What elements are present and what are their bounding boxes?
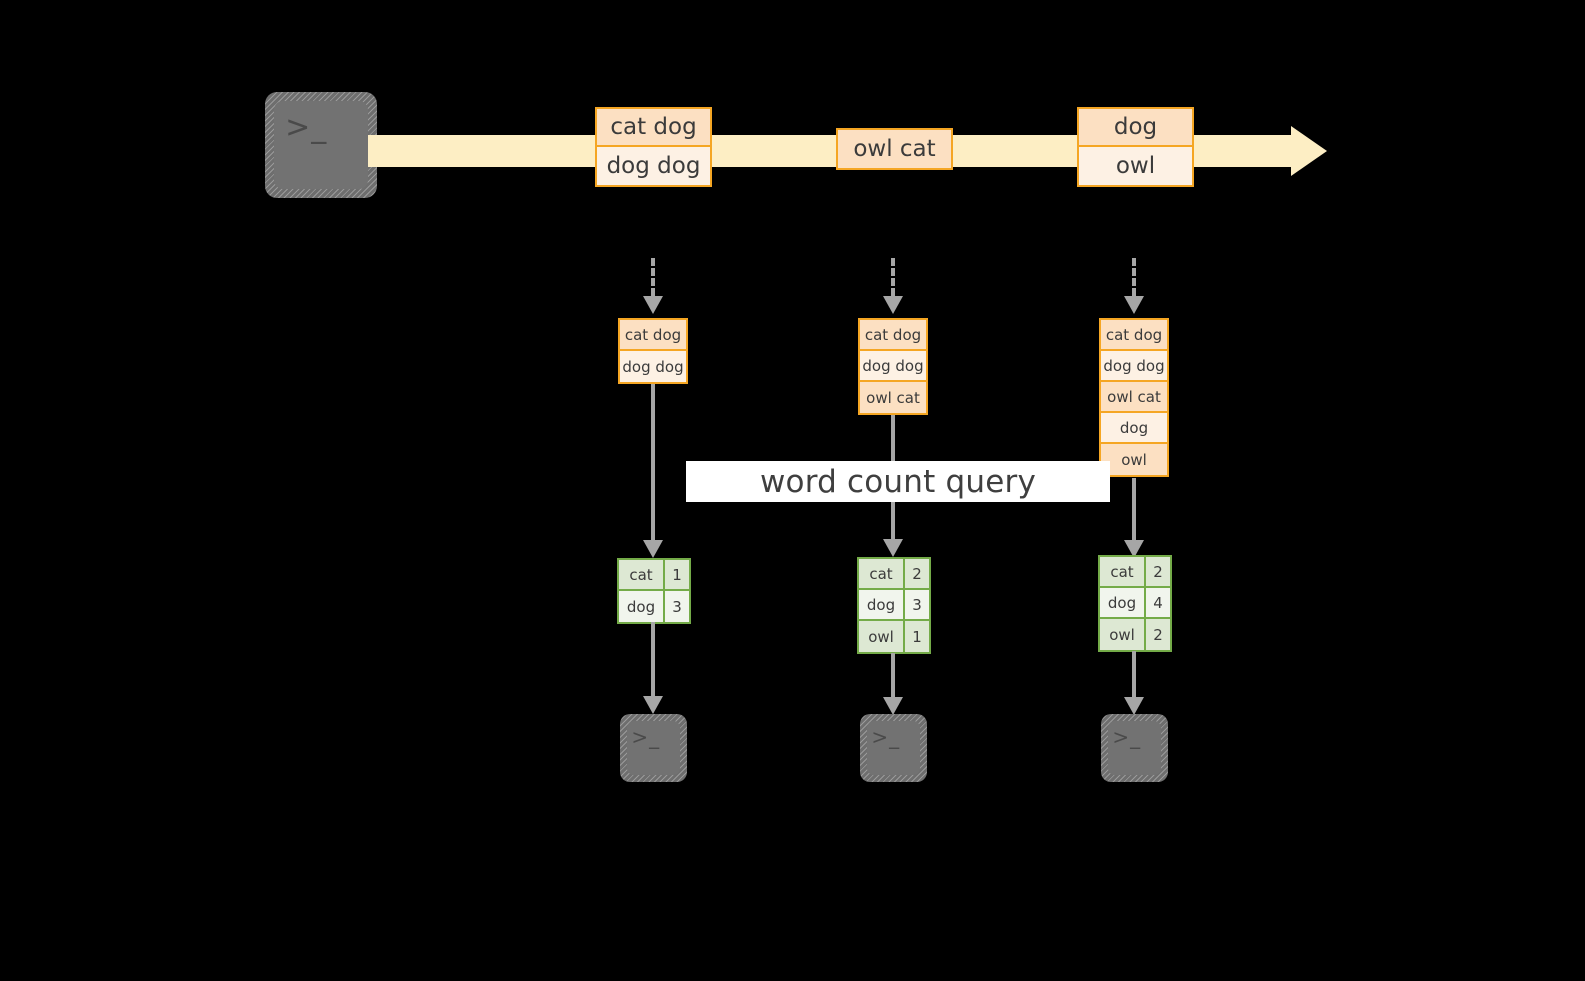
accumulated-line: dog dog [620, 351, 686, 382]
stream-event-3: dog owl [1077, 107, 1194, 187]
stream-event-line: dog dog [597, 147, 710, 185]
accumulated-line: cat dog [1101, 320, 1167, 351]
accumulated-state-3: cat dog dog dog owl cat dog owl [1099, 318, 1169, 477]
sink-terminal-icon-1: >_ [620, 714, 687, 782]
terminal-screen [1108, 721, 1161, 775]
arrow-head [1124, 697, 1144, 715]
accumulated-state-1: cat dog dog dog [618, 318, 688, 384]
accumulated-line: owl cat [1101, 382, 1167, 413]
accumulated-line: cat dog [860, 320, 926, 351]
arrow-shaft [1132, 478, 1136, 540]
result-count: 3 [665, 591, 689, 622]
accumulated-state-2: cat dog dog dog owl cat [858, 318, 928, 415]
table-row: owl 1 [859, 621, 929, 652]
arrow-head [883, 296, 903, 314]
result-count: 1 [905, 621, 929, 652]
accumulated-line: dog dog [860, 351, 926, 382]
stream-event-1: cat dog dog dog [595, 107, 712, 187]
terminal-prompt-glyph: >_ [871, 724, 901, 749]
query-banner-label: word count query [759, 463, 1037, 500]
accumulated-line: dog dog [1101, 351, 1167, 382]
stream-event-2: owl cat [836, 128, 953, 170]
stream-event-line: cat dog [597, 109, 710, 147]
arrow-shaft [891, 653, 895, 697]
stream-event-line: owl [1079, 147, 1192, 185]
result-count: 2 [1146, 619, 1170, 650]
sink-terminal-icon-2: >_ [860, 714, 927, 782]
result-count: 4 [1146, 588, 1170, 617]
arrow-shaft [891, 258, 895, 296]
result-word: owl [859, 621, 905, 652]
table-row: dog 3 [619, 591, 689, 622]
accumulated-line: dog [1101, 413, 1167, 444]
result-table-1: cat 1 dog 3 [617, 558, 691, 624]
result-table-2: cat 2 dog 3 owl 1 [857, 557, 931, 654]
accumulated-line: owl [1101, 444, 1167, 475]
query-banner: word count query [686, 461, 1110, 502]
arrow-shaft [1132, 651, 1136, 697]
terminal-prompt-glyph: >_ [1112, 724, 1142, 749]
arrow-shaft [651, 258, 655, 296]
result-count: 2 [1146, 557, 1170, 586]
arrow-head [883, 539, 903, 557]
terminal-prompt-glyph: >_ [285, 110, 328, 146]
table-row: cat 1 [619, 560, 689, 591]
result-table-3: cat 2 dog 4 owl 2 [1098, 555, 1172, 652]
table-row: owl 2 [1100, 619, 1170, 650]
table-row: dog 3 [859, 590, 929, 621]
arrow-shaft [651, 384, 655, 540]
table-row: cat 2 [859, 559, 929, 590]
arrow-head [1124, 540, 1144, 558]
result-word: cat [1100, 557, 1146, 586]
result-word: dog [859, 590, 905, 619]
table-row: cat 2 [1100, 557, 1170, 588]
stream-event-line: owl cat [838, 130, 951, 168]
stream-arrowhead [1291, 126, 1327, 176]
result-word: owl [1100, 619, 1146, 650]
result-word: cat [859, 559, 905, 588]
accumulated-line: cat dog [620, 320, 686, 351]
terminal-screen [627, 721, 680, 775]
arrow-head [643, 696, 663, 714]
sink-terminal-icon-3: >_ [1101, 714, 1168, 782]
terminal-screen [274, 101, 368, 189]
result-count: 3 [905, 590, 929, 619]
result-word: cat [619, 560, 665, 589]
terminal-screen [867, 721, 920, 775]
arrow-head [643, 296, 663, 314]
result-count: 1 [665, 560, 689, 589]
result-word: dog [619, 591, 665, 622]
source-terminal-icon: >_ [265, 92, 377, 198]
arrow-head [643, 540, 663, 558]
table-row: dog 4 [1100, 588, 1170, 619]
result-word: dog [1100, 588, 1146, 617]
terminal-prompt-glyph: >_ [631, 724, 661, 749]
stream-event-line: dog [1079, 109, 1192, 147]
result-count: 2 [905, 559, 929, 588]
arrow-head [883, 697, 903, 715]
arrow-shaft [651, 622, 655, 696]
arrow-shaft [1132, 258, 1136, 296]
accumulated-line: owl cat [860, 382, 926, 413]
arrow-head [1124, 296, 1144, 314]
